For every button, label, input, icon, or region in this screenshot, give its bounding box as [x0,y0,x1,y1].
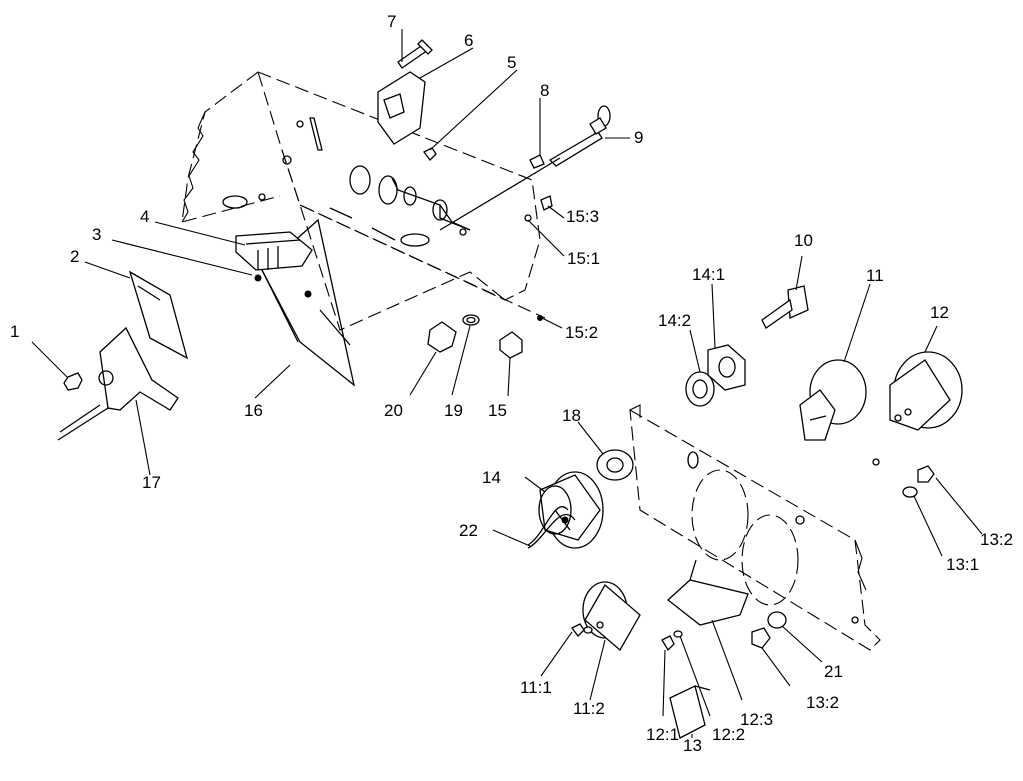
callout-4: 4 [140,207,149,226]
cap-small [524,195,553,321]
hour-meter [538,471,604,549]
circuit-board [261,218,356,387]
callout-6: 6 [464,31,473,50]
ignition-key [761,285,809,329]
small-nut [423,147,437,161]
gauge [889,351,963,431]
callout-17: 17 [142,473,161,492]
callout-15-3: 15:3 [566,207,599,226]
callout-22: 22 [459,521,478,540]
callout-1: 1 [10,322,19,341]
callout-11: 11 [866,266,884,285]
meter-hardware [571,623,683,652]
ignition-switch [799,359,867,441]
callout-labels: 1 2 3 4 5 6 7 8 9 10 11 11:1 11:2 12 12:… [10,12,1013,755]
callout-15: 15 [488,401,507,420]
callout-13-1: 13:1 [946,555,979,574]
terminal-strip [235,231,313,298]
bracket-clip [666,559,749,626]
callout-13: 13 [683,736,702,755]
bolt [397,39,433,69]
callout-9: 9 [634,128,643,147]
wire-harness [527,506,576,549]
shaft-rod [439,105,611,231]
control-panel-bracket [181,71,546,331]
instrument-panel [629,404,881,651]
key-switch-nut [707,344,746,391]
gauge-hardware [872,458,935,498]
knob-and-washer [427,314,523,359]
callout-16: 16 [244,401,263,420]
callout-20: 20 [384,401,403,420]
panel-nut-washer [751,611,787,649]
spring-clip [529,154,545,169]
meter-bezel [582,581,641,652]
callout-11-1: 11:1 [520,678,552,697]
callout-7: 7 [387,12,396,31]
callout-21: 21 [824,662,843,681]
relay [669,685,711,739]
callout-3: 3 [92,225,101,244]
lever [57,326,179,441]
callout-14-2: 14:2 [658,311,691,330]
callout-8: 8 [540,81,549,100]
callout-5: 5 [507,53,516,72]
callout-13-2-right: 13:2 [980,530,1013,549]
callout-12: 12 [930,303,949,322]
nut [63,372,83,391]
callout-13-2-lower: 13:2 [806,693,839,712]
callout-12-3: 12:3 [740,710,773,729]
leader-lines [31,29,983,738]
callout-2: 2 [70,247,79,266]
callout-12-1: 12:1 [646,725,679,744]
bezel-ring [596,449,634,481]
callout-15-2: 15:2 [565,323,598,342]
callout-14: 14 [482,468,501,487]
callout-10: 10 [794,231,813,250]
callout-15-1: 15:1 [567,249,600,268]
callout-11-2: 11:2 [573,699,605,718]
callout-12-2: 12:2 [712,725,745,744]
handle-grip [377,71,426,145]
callout-18: 18 [562,406,581,425]
callout-19: 19 [444,401,463,420]
plate [128,270,189,360]
callout-14-1: 14:1 [692,265,725,284]
